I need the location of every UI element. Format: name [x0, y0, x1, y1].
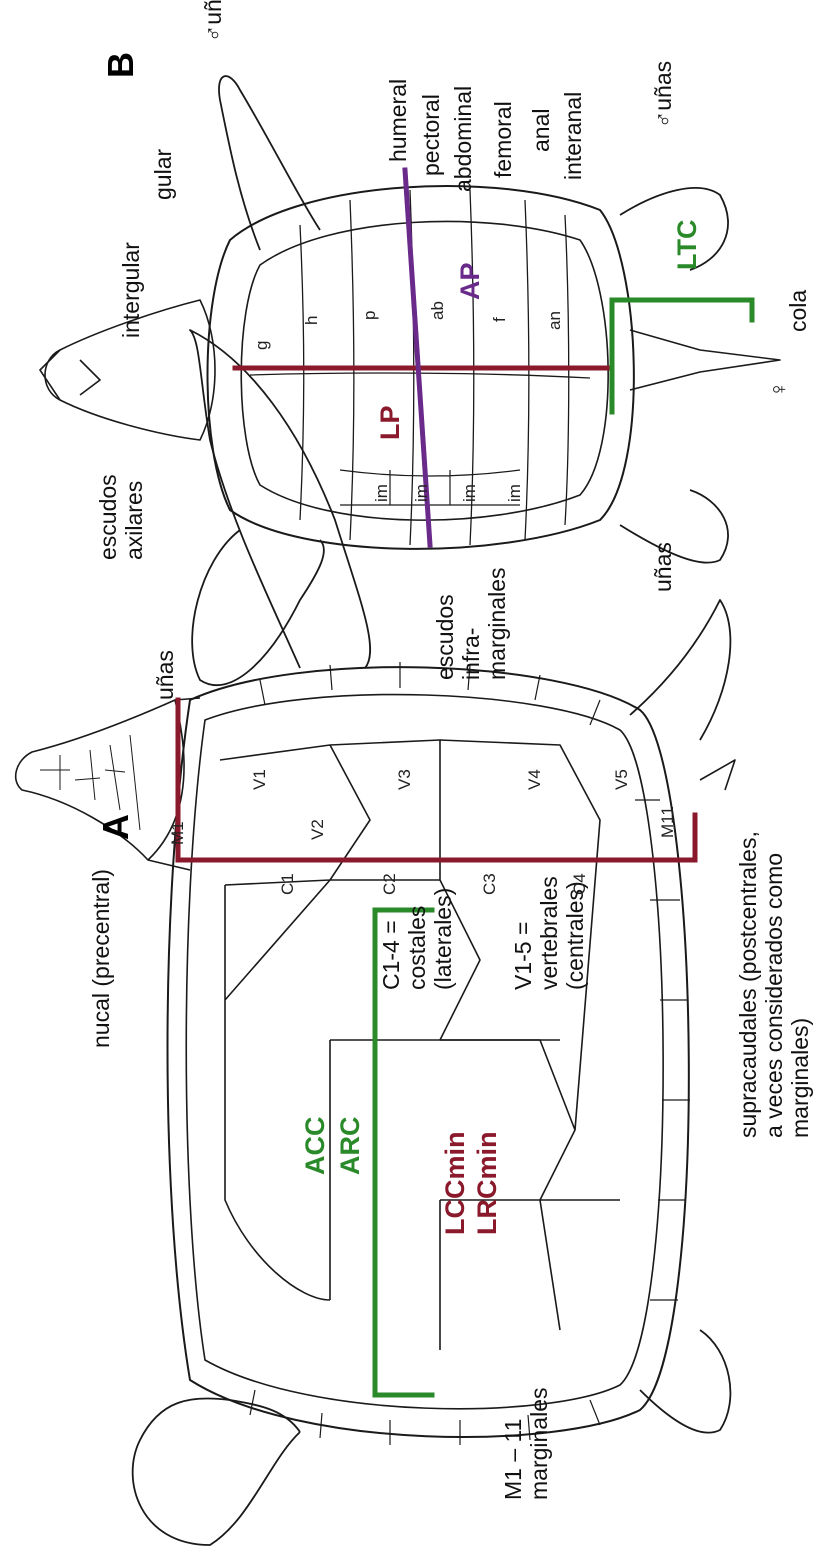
scute-p: p — [360, 311, 380, 320]
scute-im-3: im — [460, 484, 480, 502]
measure-lp: LP — [375, 405, 406, 440]
scute-im-1: im — [372, 484, 392, 502]
scute-im-2: im — [412, 484, 432, 502]
label-anal: anal — [528, 109, 554, 152]
label-intergular: intergular — [118, 242, 144, 338]
scute-ab: ab — [428, 301, 448, 320]
label-marg-line1: M1 – 11 — [500, 1388, 526, 1501]
male-symbol-2: ♂ — [650, 111, 676, 128]
panel-label-a: A — [95, 814, 137, 840]
female-symbol: ♀ — [765, 381, 791, 398]
scute-v3: V3 — [395, 769, 415, 790]
label-m1: M1 — [168, 821, 188, 845]
scute-c4: C4 — [570, 873, 590, 895]
scute-im-4: im — [505, 484, 525, 502]
b-flipper-top-right — [192, 530, 324, 685]
label-supra-line3: marginales) — [787, 831, 813, 1138]
label-v15-line1: V1-5 = — [510, 876, 536, 990]
label-femoral: femoral — [490, 101, 516, 178]
label-pectoral: pectoral — [418, 94, 444, 176]
label-abdominal: abdominal — [450, 86, 476, 192]
scute-v1: V1 — [250, 769, 270, 790]
label-c14-line3: (laterales) — [430, 888, 456, 990]
label-marg-line2: marginales — [526, 1388, 552, 1501]
label-marginales: M1 – 11 marginales — [500, 1388, 552, 1501]
label-unas-bottom: uñas — [650, 542, 676, 592]
label-nucal: nucal (precentral) — [88, 869, 114, 1048]
label-supra-line2: a veces considerados como — [761, 831, 787, 1138]
scute-g: g — [252, 341, 272, 350]
scute-an: an — [545, 311, 565, 330]
label-supra-line1: supracaudales (postcentrales, — [735, 831, 761, 1138]
label-infra-line1: escudos — [432, 568, 458, 681]
scute-h: h — [302, 316, 322, 325]
label-unas-top: ♂uñas — [200, 0, 226, 42]
label-cola: cola — [785, 290, 811, 332]
a-rear-flipper-bottom — [640, 1330, 730, 1433]
label-escudos-axilares: escudos axilares — [95, 474, 147, 560]
a-carapace-outline — [168, 667, 689, 1437]
label-c14-line2: costales — [404, 888, 430, 990]
label-axil-line2: axilares — [121, 474, 147, 560]
measure-lccmin: LCCmin — [440, 1132, 471, 1236]
label-c14-line1: C1-4 = — [378, 888, 404, 990]
label-unas-right: ♂uñas — [650, 61, 676, 128]
b-beak — [40, 350, 100, 400]
label-humeral: humeral — [385, 79, 411, 162]
label-v15-line2: vertebrales — [536, 876, 562, 990]
a-tail — [700, 760, 735, 790]
measure-ap: AP — [455, 262, 486, 300]
b-flipper-top-left — [219, 76, 320, 250]
scute-f: f — [490, 317, 510, 322]
scute-v4: V4 — [525, 769, 545, 790]
male-symbol-1: ♂ — [200, 25, 226, 42]
b-tail — [630, 330, 780, 390]
scute-c1: C1 — [278, 873, 298, 895]
label-infra-line2: infra- — [458, 568, 484, 681]
label-gular: gular — [150, 149, 176, 200]
a-front-flipper-top — [190, 330, 370, 668]
measure-arc: ARC — [335, 1117, 366, 1176]
label-c14: C1-4 = costales (laterales) — [378, 888, 456, 990]
a-rear-flipper-top — [630, 600, 730, 740]
label-m11: M11 — [658, 806, 678, 838]
label-interanal: interanal — [560, 92, 586, 180]
label-infra-line3: marginales — [484, 568, 510, 681]
label-unas-left: uñas — [152, 650, 178, 700]
scute-v2: V2 — [308, 819, 328, 840]
label-unas-right-text: uñas — [650, 61, 676, 111]
panel-label-b: B — [100, 52, 142, 78]
measure-lrcmin: LRCmin — [472, 1132, 503, 1236]
measure-ltc: LTC — [672, 220, 703, 270]
label-axil-line1: escudos — [95, 474, 121, 560]
a-marginal-inner — [186, 695, 663, 1409]
scute-v5: V5 — [612, 769, 632, 790]
a-front-flipper-bottom — [133, 1398, 300, 1545]
label-supracaudales: supracaudales (postcentrales, a veces co… — [735, 831, 813, 1138]
label-unas-top-text: uñas — [200, 0, 226, 25]
label-escudos-inframarginales: escudos infra- marginales — [432, 568, 510, 681]
scute-c3: C3 — [480, 873, 500, 895]
scute-c2: C2 — [380, 873, 400, 895]
measure-acc: ACC — [300, 1117, 331, 1176]
